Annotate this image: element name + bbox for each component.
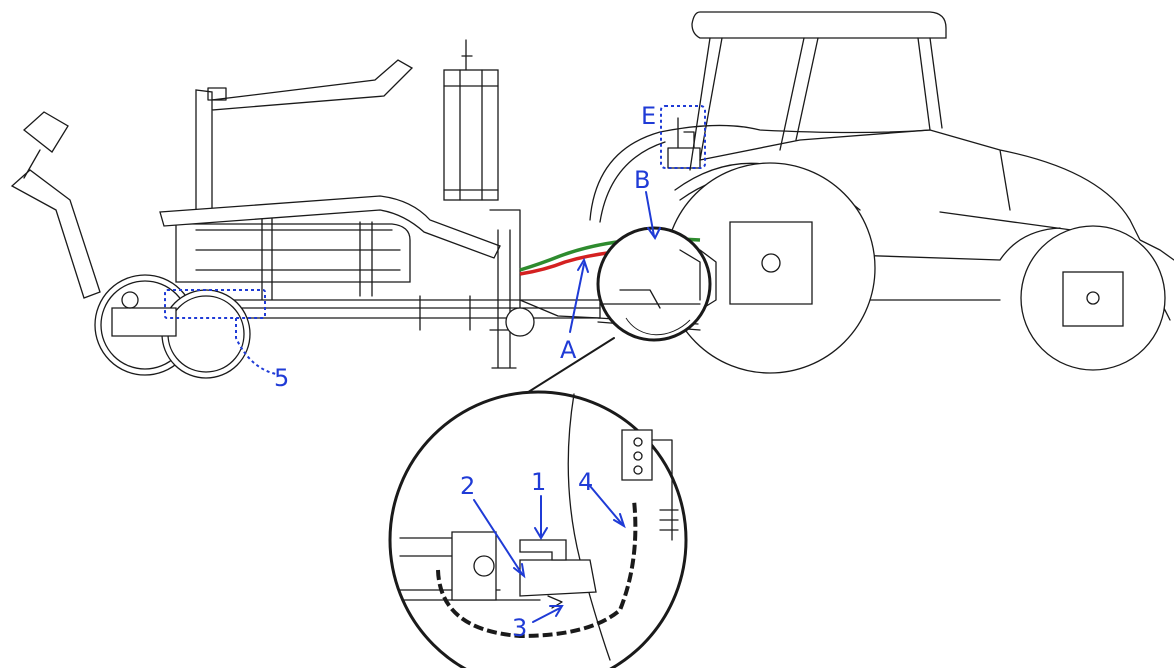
arrow-b — [645, 191, 661, 240]
tractor-roof — [691, 11, 947, 39]
arrow-4 — [589, 485, 626, 529]
tractor-cab — [689, 37, 943, 171]
arrow-2 — [473, 499, 526, 579]
tractor-rear-hub — [729, 221, 813, 305]
implement-hopper — [175, 223, 411, 283]
implement-tongue — [489, 209, 521, 369]
detail-large-circle — [388, 390, 688, 672]
cab-control-lever — [667, 117, 701, 169]
callout-label-4: 4 — [578, 468, 593, 496]
implement-rear-lever — [10, 169, 101, 299]
tractor-cab-frame — [699, 129, 931, 161]
tractor-rear-fender — [589, 124, 931, 223]
implement-handlebar — [195, 59, 414, 216]
implement-boom — [159, 195, 501, 259]
arrow-3 — [532, 605, 564, 623]
arrow-a — [569, 257, 589, 333]
callout-box-5 — [164, 289, 266, 319]
callout-label-3: 3 — [512, 614, 527, 642]
callout-label-2: 2 — [460, 472, 475, 500]
arrow-1 — [534, 495, 548, 540]
implement-roller-tank — [443, 69, 499, 201]
callout-box-e — [660, 105, 706, 169]
safety-chain — [436, 499, 638, 639]
callout-label-b: B — [634, 166, 650, 194]
callout-label-1: 1 — [531, 468, 546, 496]
detail-small-circle — [596, 226, 712, 342]
callout-label-5: 5 — [274, 364, 289, 392]
implement — [10, 39, 601, 379]
callout-label-a: A — [560, 336, 577, 364]
callouts: E B A 5 1 2 3 4 — [164, 102, 706, 642]
tractor — [589, 11, 1174, 374]
callout-label-e: E — [641, 102, 656, 130]
